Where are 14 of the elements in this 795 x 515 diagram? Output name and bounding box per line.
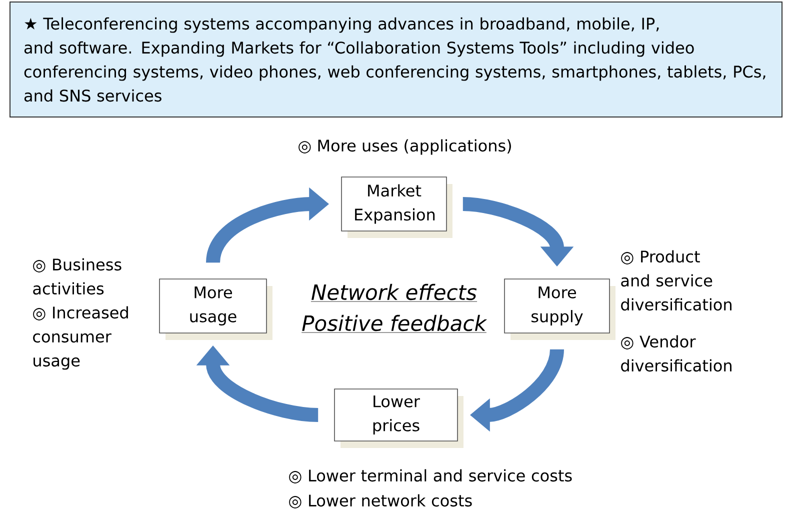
side-note: ◎ Business activities: [33, 258, 122, 295]
side-note: ◎ More uses (applications): [298, 139, 511, 155]
side-note: ◎ Vendor diversification: [621, 335, 732, 372]
center-label: Positive feedback: [301, 314, 488, 333]
side-note: ◎ Increased consumer usage: [33, 306, 128, 370]
side-note: ◎ Product and service diversification: [621, 250, 732, 311]
process-box: Lower prices: [334, 388, 464, 448]
process-box: Market Expansion: [341, 176, 452, 238]
process-box: More usage: [159, 278, 272, 340]
process-box: More supply: [504, 278, 616, 340]
banner-box: ★ Teleconferencing systems accompanying advances in broadband, mobile, IP, and software. Expanding Markets for “Collaboration Systems Tools” including video conferencing systems, video phones, web conferencing systems, smartphones, tablets, PCs, and SNS services: [10, 2, 782, 118]
side-note: ◎ Lower network costs: [289, 494, 472, 508]
center-label: Network effects: [310, 284, 478, 302]
side-note: ◎ Lower terminal and service costs: [289, 469, 572, 484]
